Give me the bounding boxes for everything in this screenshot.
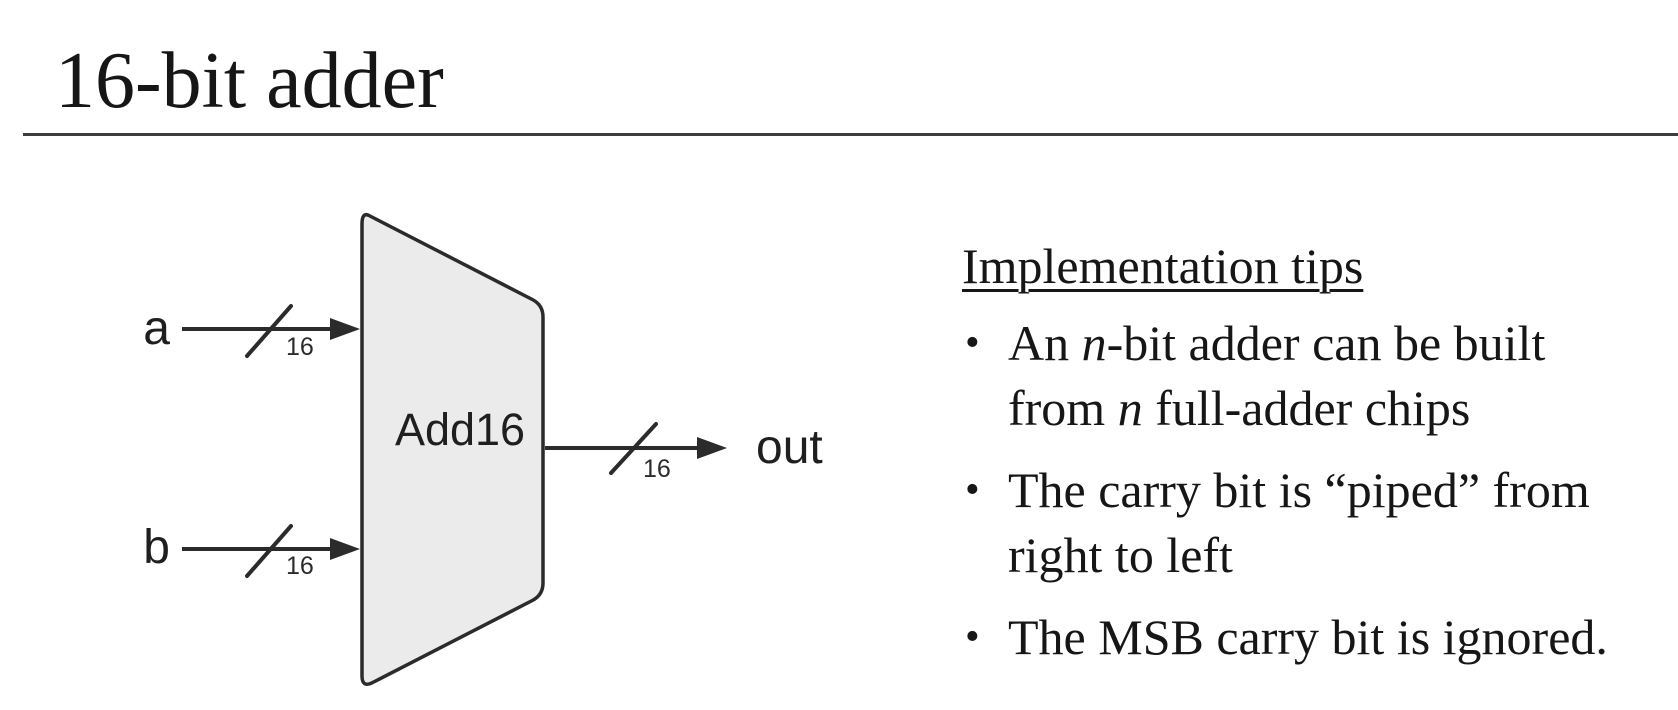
chip-label: Add16 <box>395 404 525 455</box>
tips-list: • An n-bit adder can be built from n ful… <box>962 311 1678 670</box>
output-bus-slash-icon <box>609 422 658 475</box>
input-b-bus-width: 16 <box>286 552 314 580</box>
input-b-label: b <box>143 521 170 574</box>
title-divider <box>23 133 1678 136</box>
bullet-icon: • <box>965 320 980 366</box>
output-arrowhead-icon <box>697 437 727 459</box>
tip-line: right to left <box>1008 527 1233 583</box>
input-b: b 16 <box>143 521 360 580</box>
page-title: 16-bit adder <box>55 37 444 125</box>
tip-line: from n full-adder chips <box>1008 380 1471 436</box>
bullet-icon: • <box>965 614 980 660</box>
output-out: 16 out <box>545 421 823 483</box>
input-a-label: a <box>143 302 170 355</box>
output-label: out <box>756 421 823 474</box>
tip-item: • The carry bit is “piped” from right to… <box>965 458 1678 588</box>
tip-item: • An n-bit adder can be built from n ful… <box>965 311 1678 441</box>
output-bus-width: 16 <box>643 455 671 483</box>
input-a: a 16 <box>143 302 360 361</box>
bullet-icon: • <box>965 467 980 513</box>
input-a-bus-width: 16 <box>286 333 314 361</box>
tip-line: The MSB carry bit is ignored. <box>1008 609 1608 665</box>
input-a-arrowhead-icon <box>330 318 360 340</box>
tips-section: Implementation tips • An n-bit adder can… <box>962 240 1678 687</box>
adder-diagram: Add16 a 16 b 16 16 out <box>143 212 823 686</box>
tip-line: The carry bit is “piped” from <box>1008 462 1590 518</box>
input-a-bus-slash-icon <box>245 304 293 358</box>
tip-line: An n-bit adder can be built <box>1008 315 1546 371</box>
adder-chip-shape <box>360 212 545 686</box>
tip-item: • The MSB carry bit is ignored. <box>965 605 1678 670</box>
input-b-bus-slash-icon <box>245 524 293 578</box>
tips-heading: Implementation tips <box>962 238 1364 294</box>
input-b-arrowhead-icon <box>330 538 360 560</box>
